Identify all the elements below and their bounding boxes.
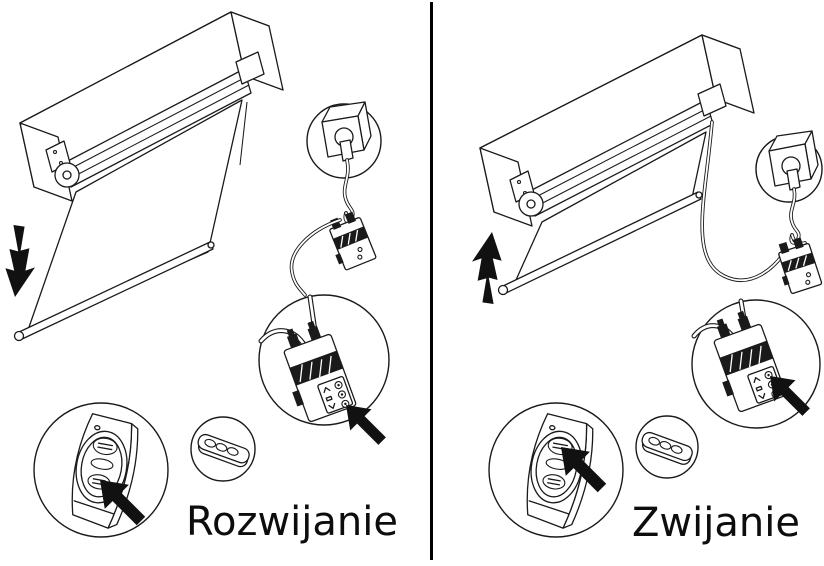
wall-switch-remote-closeup <box>33 402 169 538</box>
receiver-buttons-closeup <box>691 298 821 429</box>
power-socket-closeup <box>306 101 382 224</box>
handheld-remote-closeup <box>635 415 699 479</box>
cursor-arrow-icon <box>346 405 386 445</box>
panel-label-rozwijanie: Rozwijanie <box>186 499 398 545</box>
screen-cassette <box>45 51 265 188</box>
receiver-buttons-closeup <box>258 294 390 445</box>
wall-switch-remote-closeup <box>488 402 624 538</box>
panel-label-zwijanie: Zwijanie <box>632 500 800 546</box>
panel-divider <box>430 2 433 560</box>
screen-cassette <box>509 83 727 217</box>
panel-rozwijanie: Rozwijanie <box>5 11 398 545</box>
screen-fabric-extended <box>13 99 248 342</box>
up-arrow-icon <box>472 232 502 304</box>
power-socket-closeup <box>755 130 823 246</box>
handheld-remote-closeup <box>190 416 256 482</box>
receiver-box <box>778 237 823 294</box>
panel-zwijanie: Zwijanie <box>472 34 823 546</box>
screen-fabric-retracted <box>497 131 707 296</box>
receiver-box <box>329 211 377 271</box>
wall-beam <box>479 34 755 227</box>
down-arrow-icon <box>5 225 35 297</box>
